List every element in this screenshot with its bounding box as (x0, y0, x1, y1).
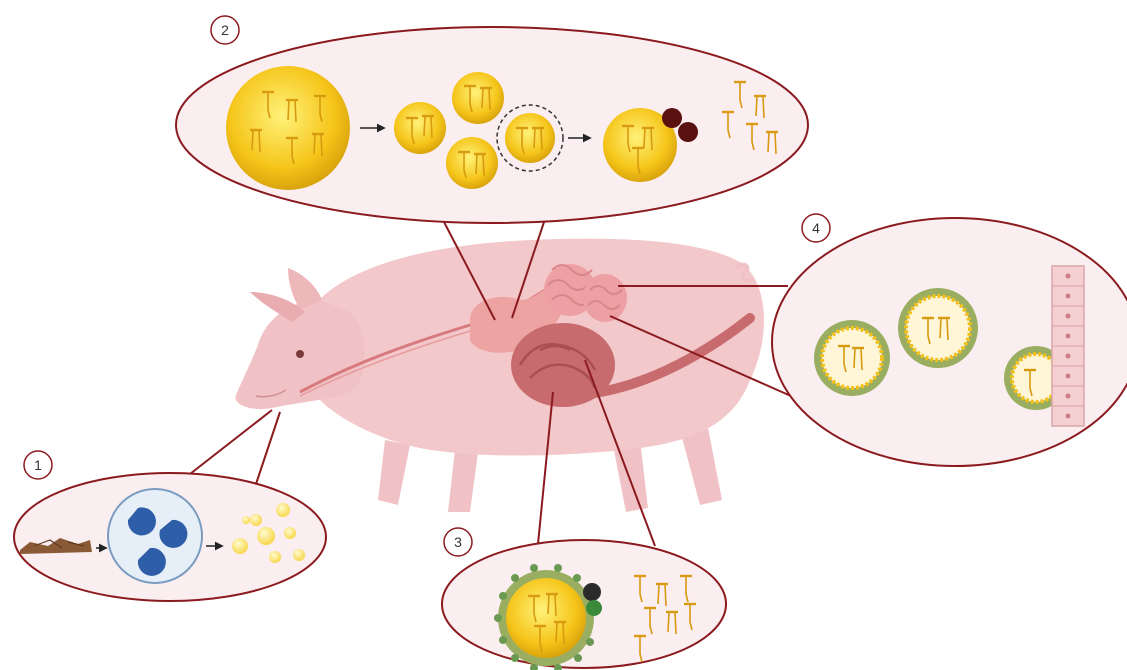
bile-salt-icon (662, 108, 682, 128)
step-number-1: 1 (34, 457, 42, 473)
intestinal-wall-icon (1052, 266, 1084, 426)
panel-2-emulsification: 2 (176, 16, 808, 223)
step-number-4: 4 (812, 220, 820, 236)
panel-3-hydrolysis: 3 (442, 528, 726, 670)
pig-illustration (235, 239, 763, 512)
colipase-icon (586, 600, 602, 616)
lipase-icon (678, 122, 698, 142)
panel-4-absorption: 4 (772, 214, 1127, 466)
step-number-2: 2 (221, 22, 229, 38)
micelle-icon (898, 288, 978, 368)
micelle-icon (814, 320, 890, 396)
panel-1-ingestion: 1 (14, 451, 326, 601)
bile-salt-icon (583, 583, 601, 601)
step-number-3: 3 (454, 534, 462, 550)
enzyme-cell-icon (108, 489, 202, 583)
large-fat-globule-icon (226, 66, 350, 190)
